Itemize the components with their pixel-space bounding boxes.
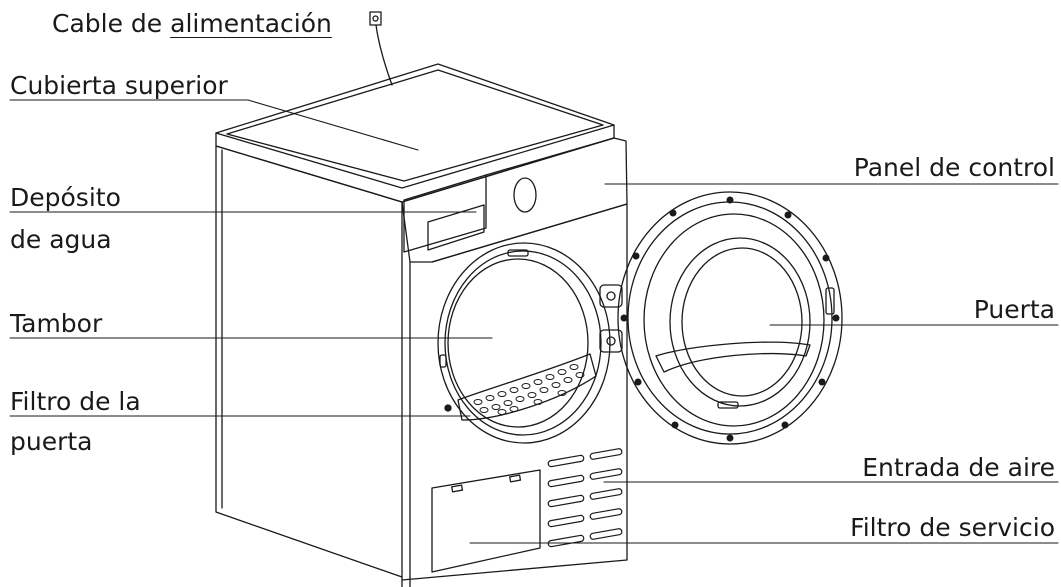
door-filter [457, 353, 597, 421]
label-door-filter-line1: Filtro de la [10, 387, 141, 416]
label-water-tank-line1: Depósito [10, 183, 121, 212]
label-power-cable: Cable de alimentación [52, 8, 332, 40]
drum [437, 242, 611, 444]
air-inlet-grille [547, 448, 623, 548]
service-filter-panel [431, 469, 541, 573]
door-hinge [599, 284, 623, 353]
label-drum: Tambor [10, 309, 103, 338]
control-knob [513, 177, 537, 213]
label-top-cover: Cubierta superior [10, 71, 228, 100]
label-air-inlet: Entrada de aire [862, 453, 1055, 482]
water-tank-drawer [403, 174, 487, 253]
side-panel [215, 145, 403, 578]
leader-lines [9, 99, 1059, 544]
label-control-panel: Panel de control [853, 153, 1055, 182]
power-cable [369, 11, 393, 86]
top-cover [215, 63, 615, 189]
label-power-cable-prefix: Cable de [52, 9, 163, 38]
label-power-cable-underlined: alimentación [170, 9, 332, 38]
door [617, 191, 843, 445]
label-door-filter-line2: puerta [10, 427, 93, 456]
label-water-tank-line2: de agua [10, 225, 112, 254]
label-door: Puerta [973, 295, 1055, 324]
label-service-filter: Filtro de servicio [850, 513, 1055, 542]
dryer-body [215, 63, 628, 587]
